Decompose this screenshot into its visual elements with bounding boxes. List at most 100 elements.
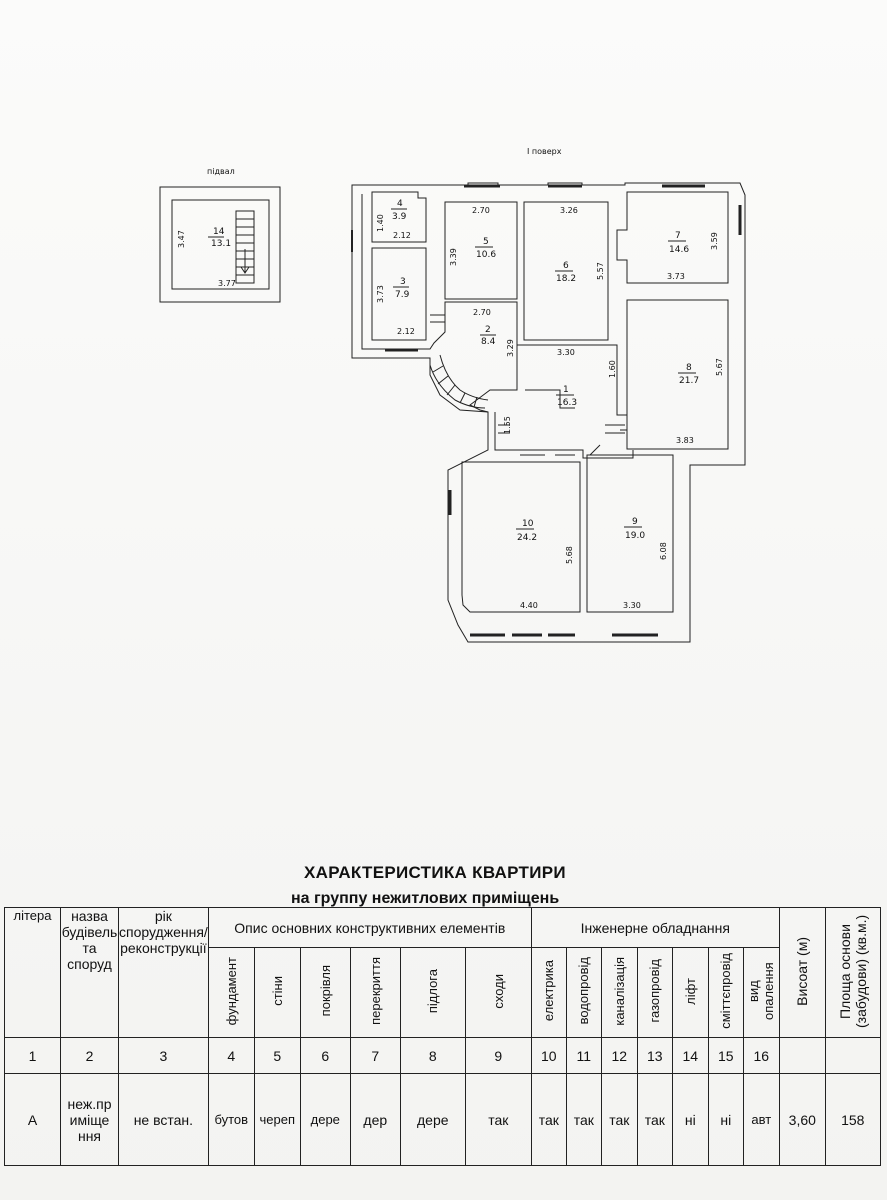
col-number: 9 [464, 1037, 532, 1074]
characteristics-title: ХАРАКТЕРИСТИКА КВАРТИРИ [304, 863, 566, 882]
col-number: 4 [207, 1037, 255, 1074]
col-number: 14 [671, 1037, 709, 1074]
room-4-number: 4 [397, 199, 403, 209]
col-number: 2 [60, 1037, 119, 1074]
header-roof: покрівля [317, 965, 333, 1017]
header-gas: газопровід [647, 959, 663, 1023]
dim-basement-h: 3.47 [177, 230, 186, 248]
dim-label: 2.12 [393, 231, 411, 240]
dim-label: 3.29 [506, 339, 515, 357]
room-14-area: 13.1 [211, 239, 231, 249]
dim-label: 5.68 [565, 546, 574, 564]
dim-label: 3.30 [623, 601, 641, 610]
characteristics-section: ХАРАКТЕРИСТИКА КВАРТИРИ на группу нежитл… [4, 855, 887, 1200]
room-1-number: 1 [563, 385, 569, 395]
room-5-number: 5 [483, 237, 489, 247]
dim-label: 4.40 [520, 601, 538, 610]
col-number: 13 [636, 1037, 673, 1074]
header-litera: літера [4, 907, 61, 1038]
header-name: назва будівель та споруд [60, 907, 119, 1038]
dim-basement-w: 3.77 [218, 279, 236, 288]
header-desc-group: Опис основних конструктивних елементів [207, 907, 532, 948]
dim-label: 1.40 [376, 214, 385, 232]
room-9-area: 19.0 [625, 531, 645, 541]
cell-litera: А [4, 1073, 61, 1166]
col-number: 1 [4, 1037, 61, 1074]
room-2-number: 2 [485, 325, 491, 335]
dim-label: 5.57 [596, 262, 605, 280]
header-water: водопровід [576, 957, 592, 1025]
col-number: 7 [349, 1037, 401, 1074]
basement-title: підвал [207, 167, 235, 176]
col-number: 15 [707, 1037, 744, 1074]
room-7-area: 14.6 [669, 245, 689, 255]
basement-plan [159, 186, 281, 303]
dim-label: 5.67 [715, 358, 724, 376]
dim-label: 3.73 [667, 272, 685, 281]
floor-plan: підвал I поверх 14 13.1 3.77 3.47 [159, 147, 746, 643]
dim-label: 1.55 [503, 416, 512, 434]
dim-label: 2.70 [473, 308, 491, 317]
room-6-number: 6 [563, 261, 569, 271]
dim-label: 2.70 [472, 206, 490, 215]
room-7-number: 7 [675, 231, 681, 241]
header-floor: підлога [425, 968, 441, 1014]
dim-label: 3.26 [560, 206, 578, 215]
col-number: 3 [118, 1037, 209, 1074]
header-ceiling: перекриття [367, 957, 383, 1025]
header-heating: вид опалення [746, 962, 777, 1020]
dim-label: 3.59 [710, 232, 719, 250]
room-1-area: 16.3 [557, 398, 577, 408]
col-number: 10 [530, 1037, 567, 1074]
cell-foundation: бутов [207, 1073, 255, 1166]
col-number: 11 [565, 1037, 602, 1074]
header-electric: електрика [541, 960, 557, 1022]
cell-ceiling: дер [349, 1073, 401, 1166]
header-height: Висоат (м) [794, 936, 811, 1006]
header-lift: ліфт [682, 977, 698, 1005]
header-year: рік спорудження/реконструкції [118, 907, 209, 1038]
cell-garbage: ні [707, 1073, 744, 1166]
cell-lift: ні [671, 1073, 709, 1166]
dim-label: 3.83 [676, 436, 694, 445]
room-8-area: 21.7 [679, 376, 699, 386]
col-number: 16 [742, 1037, 780, 1074]
dim-label: 6.08 [659, 542, 668, 560]
room-5-area: 10.6 [476, 250, 496, 260]
dim-label: 2.12 [397, 327, 415, 336]
characteristics-table: літера назва будівель та споруд рік спор… [4, 907, 881, 1166]
cell-name: неж.приміщення [60, 1073, 119, 1166]
room-3-area: 7.9 [395, 290, 410, 300]
first-floor-walls [351, 182, 746, 643]
header-stairs: сходи [490, 973, 506, 1009]
floor-title: I поверх [527, 147, 562, 156]
room-labels: 1 16.3 2 8.4 3 7.9 4 3.9 5 10.6 6 18.2 7… [391, 199, 699, 543]
room-10-area: 24.2 [517, 533, 537, 543]
cell-year: не встан. [118, 1073, 209, 1166]
cell-floor: дере [399, 1073, 466, 1166]
cell-height: 3,60 [778, 1073, 826, 1166]
room-14-number: 14 [213, 227, 225, 237]
cell-sewer: так [600, 1073, 638, 1166]
col-number: 6 [299, 1037, 351, 1074]
room-3-number: 3 [400, 277, 406, 287]
cell-stairs: так [464, 1073, 532, 1166]
cell-area: 158 [824, 1073, 881, 1166]
room-4-area: 3.9 [392, 212, 407, 222]
room-8-number: 8 [686, 363, 692, 373]
room-10-number: 10 [522, 519, 534, 529]
cell-walls: череп [253, 1073, 301, 1166]
cell-gas: так [636, 1073, 673, 1166]
header-eng-group: Інженерне обладнання [530, 907, 780, 948]
room-2-area: 8.4 [481, 337, 496, 347]
dim-label: 1.60 [608, 360, 617, 378]
cell-heating: авт [742, 1073, 780, 1166]
col-number: 8 [399, 1037, 466, 1074]
header-garbage: сміттєпровід [718, 953, 734, 1029]
dim-label: 3.30 [557, 348, 575, 357]
room-9-number: 9 [632, 517, 638, 527]
characteristics-subtitle: на группу нежитлових приміщень [291, 890, 560, 907]
dimension-labels: 1.40 2.12 3.73 2.12 2.70 3.39 2.70 3.29 … [376, 206, 724, 610]
col-number: 5 [253, 1037, 301, 1074]
